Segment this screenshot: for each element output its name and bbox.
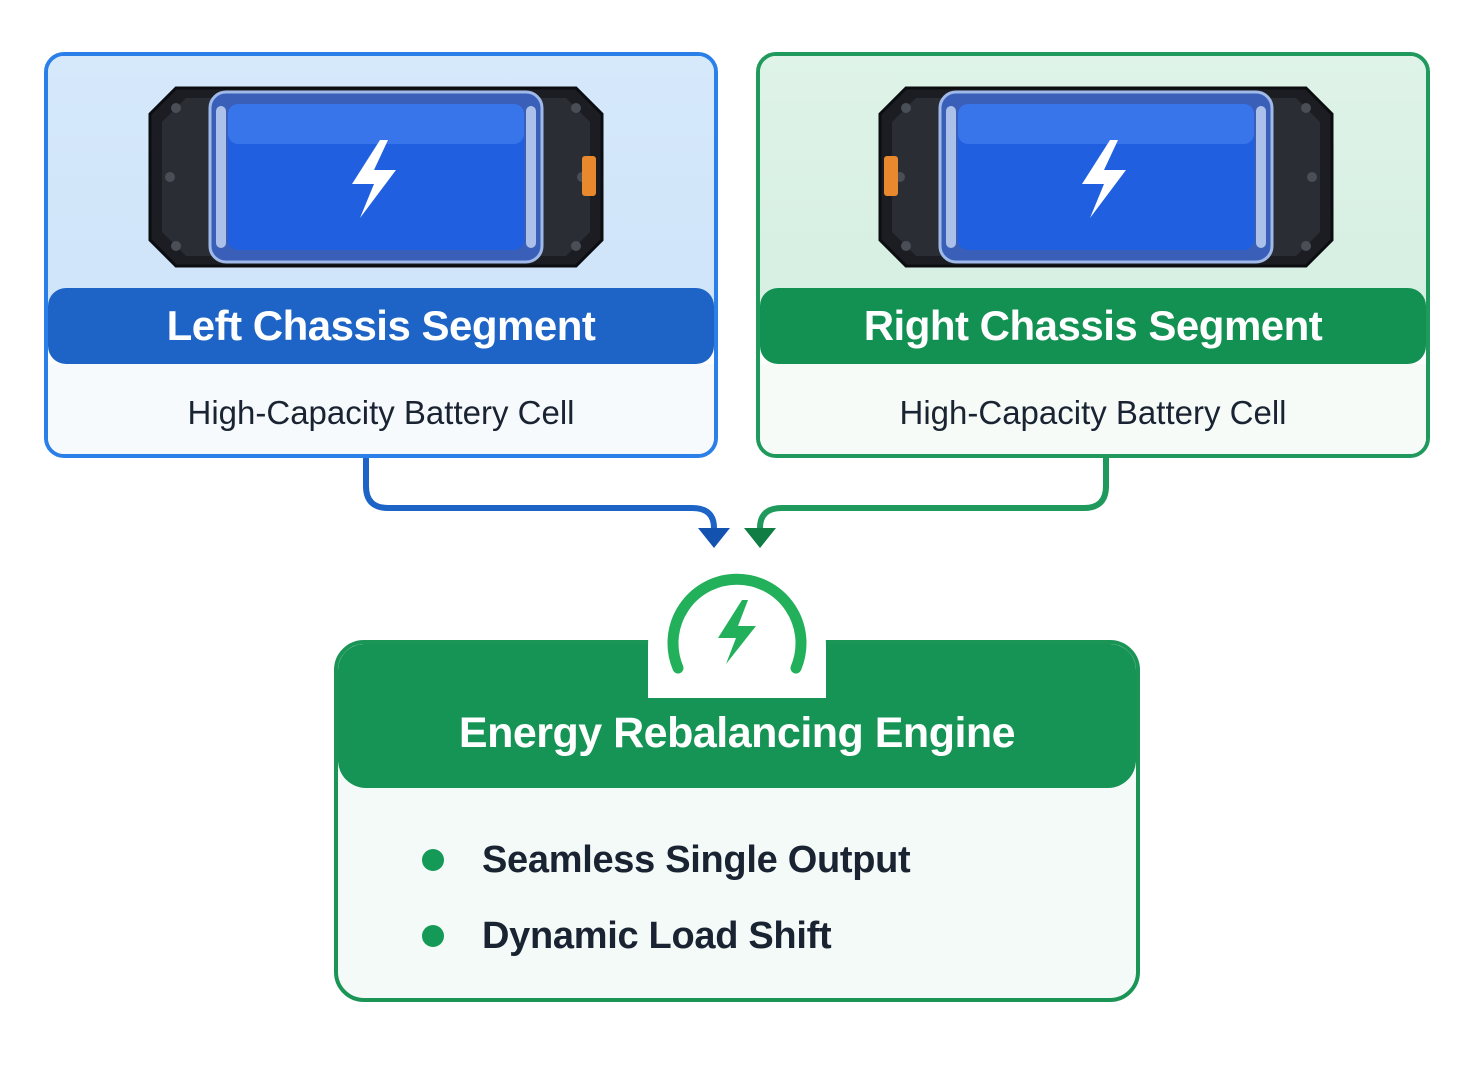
- energy-engine-card: Energy Rebalancing Engine Seamless Singl…: [334, 640, 1140, 1002]
- right-battery-image-area: [760, 56, 1426, 306]
- list-item: Dynamic Load Shift: [422, 898, 910, 974]
- left-segment-title: Left Chassis Segment: [48, 288, 714, 364]
- left-battery-image-area: [48, 56, 714, 306]
- list-item: Seamless Single Output: [422, 822, 911, 898]
- right-connector: [757, 455, 1109, 535]
- left-segment-card: Left Chassis Segment High-Capacity Batte…: [44, 52, 718, 458]
- engine-feature-list: Seamless Single Output Dynamic Load Shif…: [422, 822, 911, 974]
- right-segment-title: Right Chassis Segment: [760, 288, 1426, 364]
- bullet-dot: [422, 849, 444, 871]
- right-arrowhead: [744, 528, 776, 548]
- left-arrowhead: [698, 528, 730, 548]
- engine-title: Energy Rebalancing Engine: [338, 644, 1136, 788]
- right-segment-card: Right Chassis Segment High-Capacity Batt…: [756, 52, 1430, 458]
- left-segment-subtitle: High-Capacity Battery Cell: [48, 364, 714, 454]
- battery-icon: [878, 86, 1334, 268]
- feature-label: Seamless Single Output: [482, 838, 911, 881]
- feature-label: Dynamic Load Shift: [482, 914, 832, 957]
- battery-icon: [148, 86, 604, 268]
- left-connector: [363, 455, 717, 535]
- bullet-dot: [422, 925, 444, 947]
- right-segment-subtitle: High-Capacity Battery Cell: [760, 364, 1426, 454]
- lightning-gauge-icon: [648, 558, 826, 698]
